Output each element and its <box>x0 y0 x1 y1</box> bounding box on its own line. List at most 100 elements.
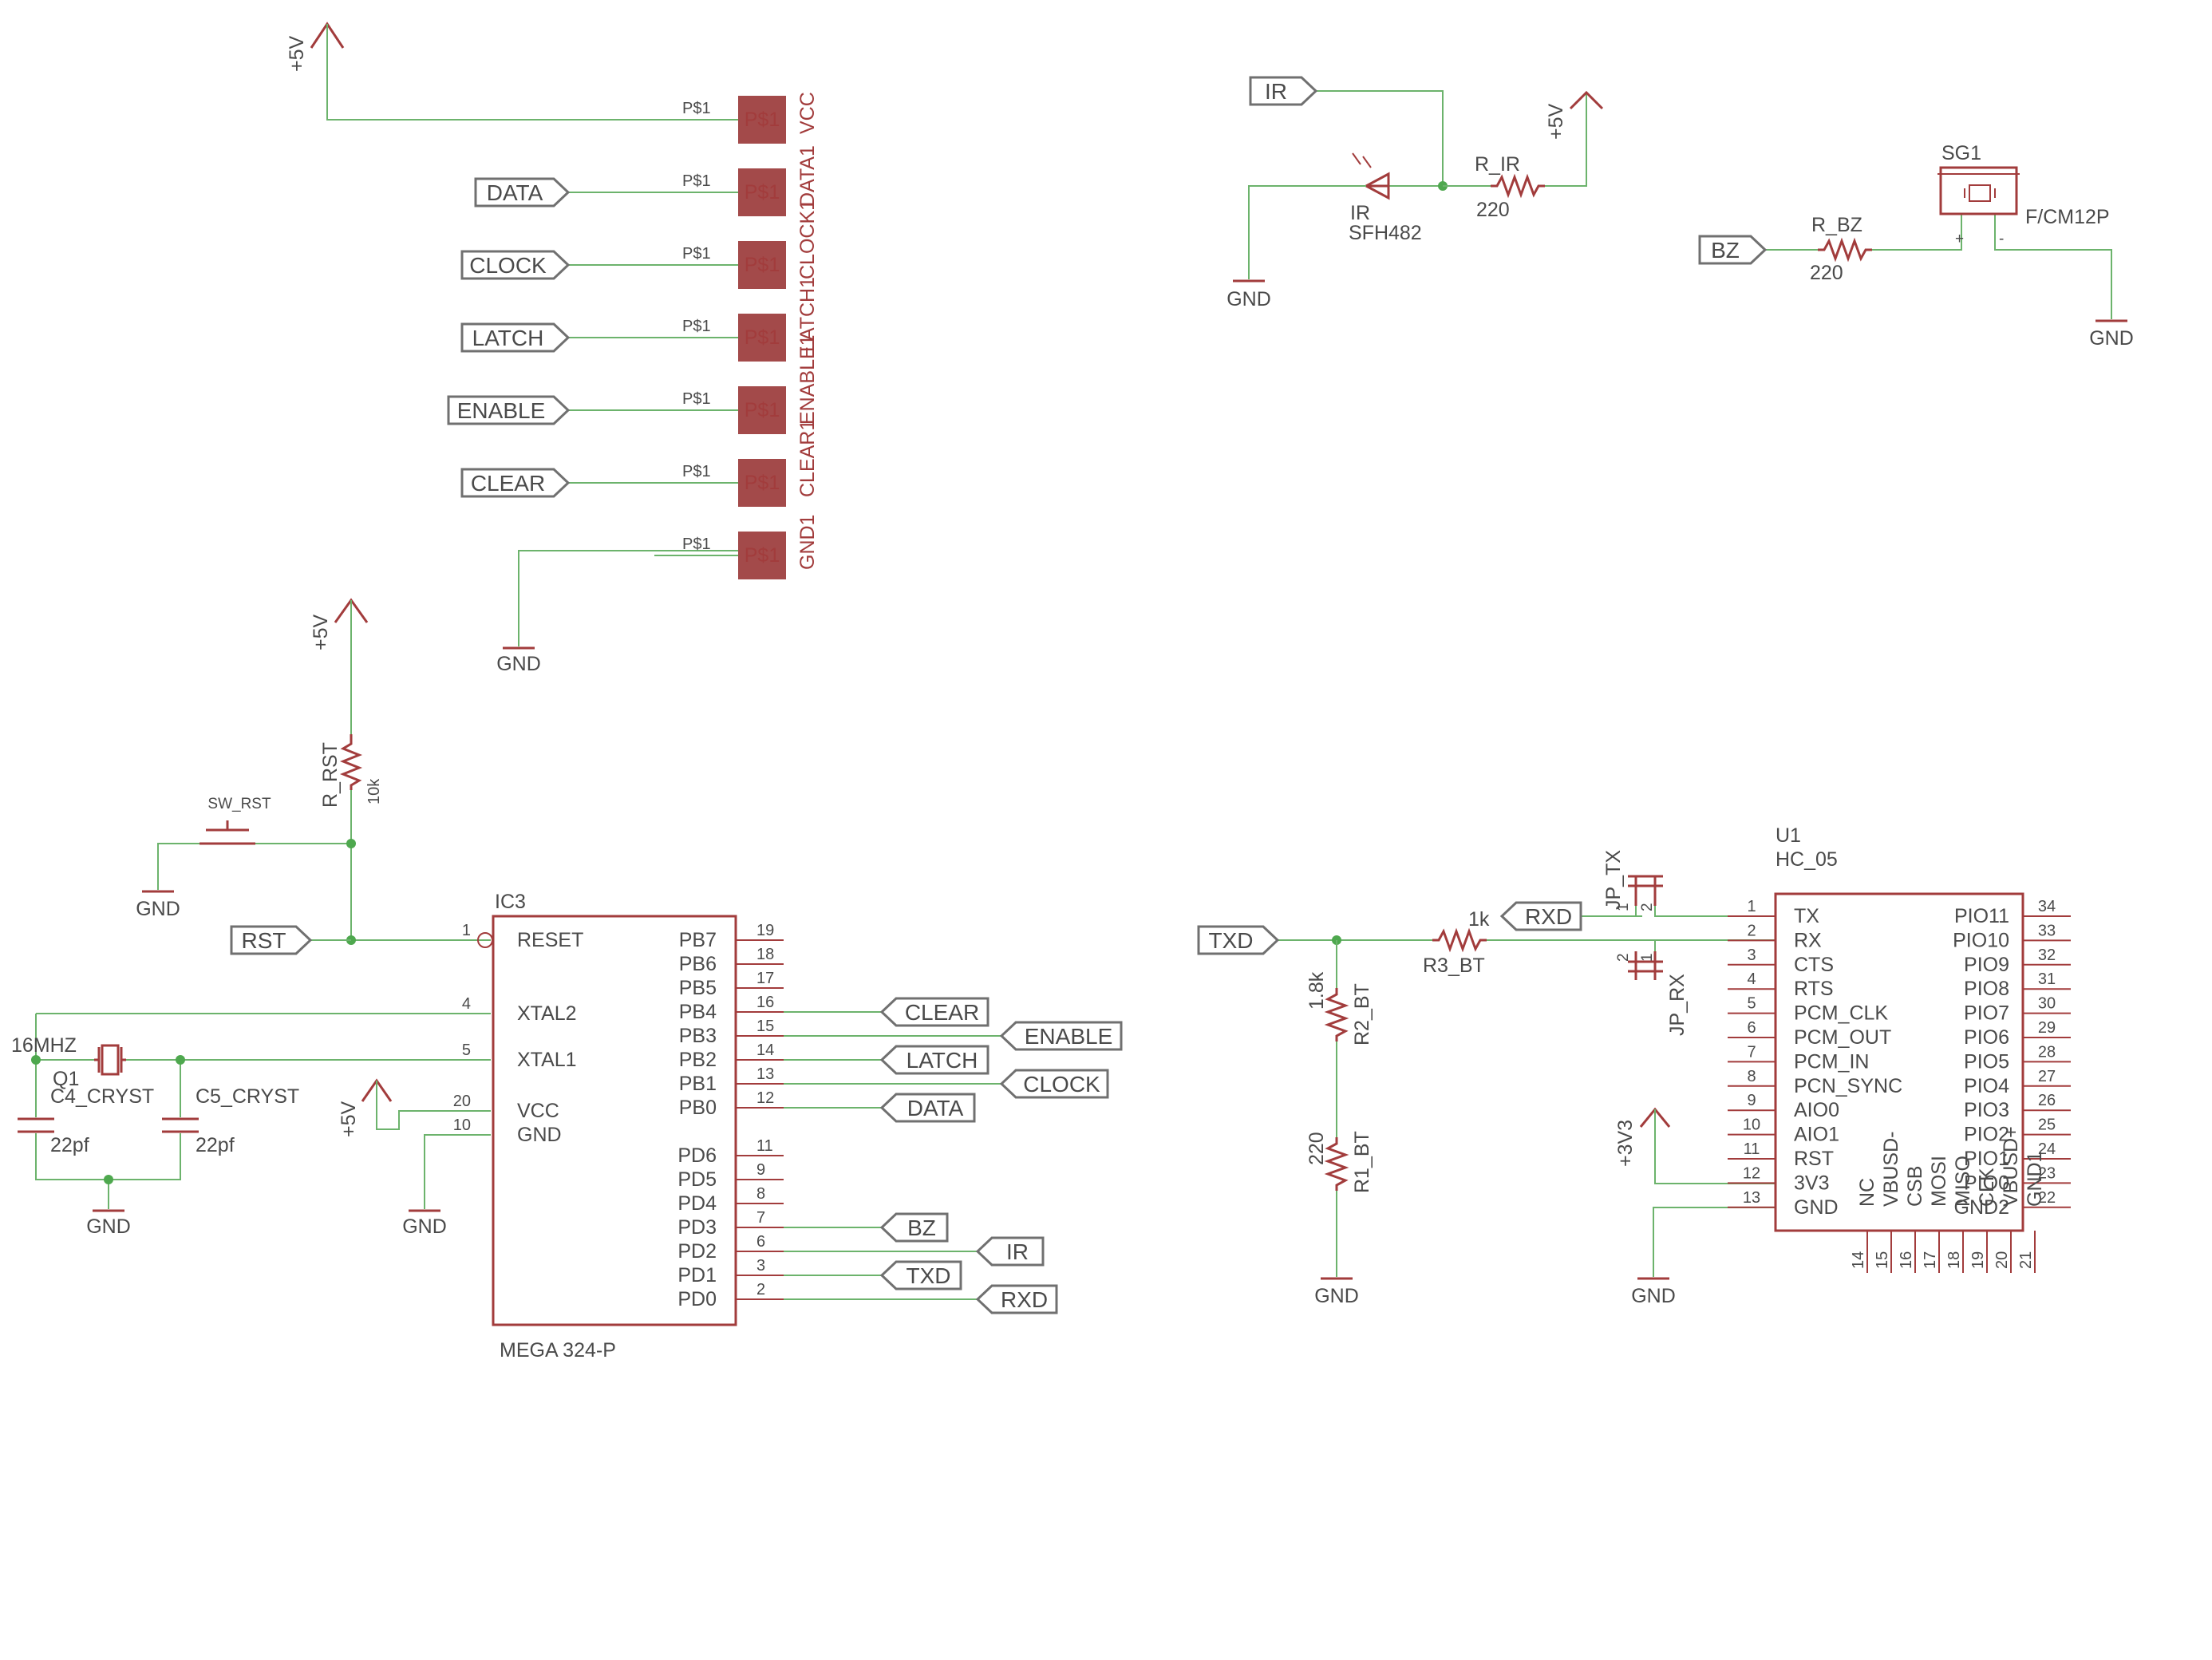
net-flag-txd-bt[interactable] <box>1197 925 1280 955</box>
net-flag-mcu-clear[interactable] <box>879 997 989 1027</box>
mcu-pin-xtal2: XTAL2 <box>517 1002 577 1025</box>
hc05-pin-num-13: 13 <box>1743 1189 1760 1207</box>
hc05-pin-pio4: PIO4 <box>1964 1075 2009 1097</box>
buzzer-sg1 <box>1939 166 2018 215</box>
gnd-label-crystal: GND <box>86 1215 131 1238</box>
net-flag-mcu-rxd[interactable] <box>975 1284 1058 1314</box>
net-flag-connector-clear[interactable] <box>460 468 571 498</box>
pad-enable1[interactable] <box>738 386 786 434</box>
pad-name-data1: DATA1 <box>796 145 819 207</box>
p5v-label-mcu: +5V <box>338 1101 360 1137</box>
buzzer-circuit: GND SG1 F/CM12P + - R_BZ 220 <box>1749 142 2134 350</box>
net-flag-mcu-latch[interactable] <box>879 1045 989 1075</box>
pad-clock1[interactable] <box>738 241 786 289</box>
buzzer-detail <box>1937 173 2020 202</box>
hc05-pin-num-30: 30 <box>2038 995 2056 1013</box>
net-flag-bz-label: BZ <box>1711 238 1740 263</box>
hc05-pin-num-34: 34 <box>2038 898 2056 915</box>
hc05-pin-num-21: 21 <box>2017 1251 2035 1269</box>
hc05-pin-num-20: 20 <box>1993 1251 2011 1269</box>
reset-inversion-bubble <box>477 932 493 948</box>
pad-latch1[interactable] <box>738 314 786 362</box>
pad-name-enable1: ENABLE1 <box>796 334 819 425</box>
pad-pin-label-data1: P$1 <box>682 172 711 190</box>
net-flag-connector-data[interactable] <box>474 177 571 208</box>
net-flag-mcu-ir[interactable] <box>975 1236 1045 1267</box>
hc05-pin-num-8: 8 <box>1747 1068 1756 1085</box>
pad-vcc[interactable] <box>738 96 786 144</box>
hc05-pin-nc: NC <box>1856 1178 1878 1207</box>
resistor-r1-bt <box>1324 1137 1349 1191</box>
mcu-pin-pb0: PB0 <box>679 1097 717 1119</box>
r2-value: 1.8k <box>1305 971 1328 1010</box>
resistor-r-ir <box>1491 173 1545 199</box>
jp-tx-pin1: 1 <box>1615 903 1632 911</box>
hc05-pin-aio1: AIO1 <box>1794 1124 1839 1146</box>
net-flags: DATACLOCKLATCHENABLECLEARRSTCLEARENABLEL… <box>230 76 1768 1314</box>
net-flag-mcu-bz[interactable] <box>879 1212 949 1243</box>
p3v3-label: +3V3 <box>1614 1120 1637 1167</box>
resistor-r-bz <box>1818 237 1872 263</box>
net-flag-mcu-clock[interactable] <box>999 1069 1109 1099</box>
p5v-label-reset: +5V <box>310 614 332 650</box>
crystal-circuit: GND 16MHZ Q1 C4_CRYST C5_CRYST 22pf 22pf <box>11 1013 491 1238</box>
pad-clear1[interactable] <box>738 459 786 507</box>
net-flag-connector-enable[interactable] <box>447 395 571 425</box>
hc05-pin-num-12: 12 <box>1743 1164 1760 1182</box>
pad-gnd1[interactable] <box>738 532 786 579</box>
gnd-label-hc05: GND <box>1631 1285 1676 1307</box>
gnd-label-connector: GND <box>496 653 541 675</box>
hc05-part: HC_05 <box>1776 848 1838 871</box>
mcu-pin-num-7: 7 <box>756 1209 765 1227</box>
hc05-pin-num-2: 2 <box>1747 922 1756 939</box>
mcu-pin-pb1: PB1 <box>679 1073 717 1095</box>
net-flag-mcu-txd-label: TXD <box>907 1263 951 1288</box>
hc05-pin-miso: MISO <box>1952 1156 1974 1207</box>
net-flag-connector-clock[interactable] <box>460 250 571 280</box>
bt-level-shifter: 1k R3_BT 1.8k R2_BT 220 R1_BT GND <box>1262 908 1642 1307</box>
mcu-ic3: IC3 MEGA 324-P <box>477 891 737 1362</box>
hc05-pin-num-31: 31 <box>2038 970 2056 988</box>
jumper-jp-rx <box>1628 951 1663 980</box>
mcu-pin-num-10: 10 <box>453 1117 471 1134</box>
mcu-pin-num-13: 13 <box>756 1065 774 1083</box>
hc05-pin-tx: TX <box>1794 905 1819 927</box>
c4-value: 22pf <box>50 1134 89 1156</box>
pad-name-vcc: VCC <box>796 92 819 134</box>
mcu-pin-pd3: PD3 <box>677 1216 717 1239</box>
hc05-pin-num-18: 18 <box>1945 1251 1963 1269</box>
reset-circuit: +5V R_RST 10k SW_RST GND <box>136 598 491 945</box>
hc05-pin-pio8: PIO8 <box>1964 978 2009 1000</box>
capacitor-c5 <box>162 1117 199 1133</box>
mcu-pin-num-3: 3 <box>756 1257 765 1275</box>
net-flag-mcu-txd[interactable] <box>879 1260 962 1290</box>
hc05-pin-num-1: 1 <box>1747 898 1756 915</box>
net-flag-ir[interactable] <box>1249 76 1318 106</box>
resistor-r2-bt <box>1324 988 1349 1041</box>
buzzer-plus: + <box>1955 231 1964 247</box>
jumper-jp-tx <box>1628 875 1663 906</box>
mcu-part: MEGA 324-P <box>500 1339 616 1362</box>
gnd-label-buzzer: GND <box>2089 327 2134 350</box>
net-flag-mcu-clock-label: CLOCK <box>1023 1072 1100 1097</box>
net-flag-mcu-data[interactable] <box>879 1093 976 1123</box>
net-flag-mcu-enable-label: ENABLE <box>1025 1024 1113 1049</box>
jp-rx-label: JP_RX <box>1666 974 1689 1036</box>
net-flag-rxd-bt[interactable] <box>1499 901 1582 931</box>
ir-emission-arrows <box>1352 152 1372 168</box>
hc05-pin-pio3: PIO3 <box>1964 1099 2009 1121</box>
net-flag-mcu-data-label: DATA <box>907 1096 964 1120</box>
hc05-pin-pio1: PIO1 <box>1964 1148 2009 1170</box>
pad-data1[interactable] <box>738 168 786 216</box>
hc05-power: +3V3 GND <box>1614 1107 1776 1307</box>
net-flag-connector-latch[interactable] <box>460 322 571 353</box>
mcu-pin-num-20: 20 <box>453 1093 471 1110</box>
mcu-pin-pd6: PD6 <box>677 1144 717 1167</box>
net-flag-mcu-enable[interactable] <box>999 1021 1123 1051</box>
pad-pin-label-latch1: P$1 <box>682 318 711 335</box>
pad-pin-label-clear1: P$1 <box>682 463 711 480</box>
hc05-pin-rts: RTS <box>1794 978 1834 1000</box>
net-flag-bz[interactable] <box>1698 235 1768 265</box>
net-flag-rst[interactable] <box>230 925 313 955</box>
